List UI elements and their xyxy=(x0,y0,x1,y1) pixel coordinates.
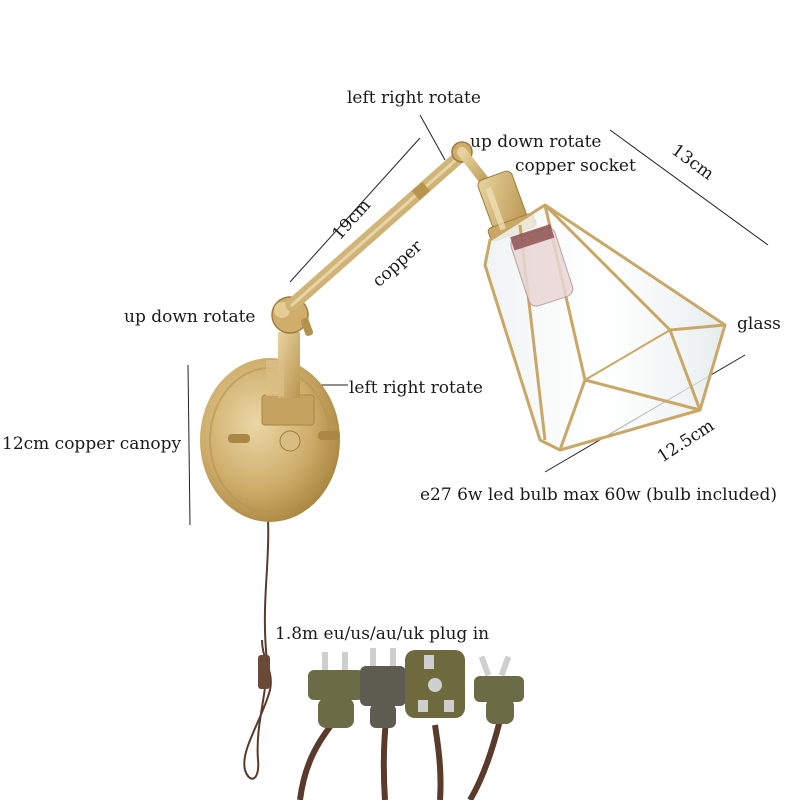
label-copper-socket: copper socket xyxy=(515,156,636,176)
canopy-screw-left xyxy=(228,434,250,443)
label-bulb: e27 6w led bulb max 60w (bulb included) xyxy=(420,485,777,505)
us-plug xyxy=(360,648,406,728)
arm-length-dimension-line xyxy=(289,137,421,283)
canopy-dimension-line xyxy=(187,364,191,526)
shade-height-dimension-line xyxy=(609,129,769,246)
label-shade-material: glass xyxy=(737,314,781,334)
eu-plug xyxy=(308,652,364,728)
arm-rotate-pointer xyxy=(419,114,446,161)
led-bulb xyxy=(510,224,574,307)
label-socket-up-down-rotate: up down rotate xyxy=(470,132,602,152)
canopy-screw-right xyxy=(318,431,340,440)
power-cord xyxy=(243,519,272,780)
uk-plug xyxy=(405,650,465,718)
stem-mount xyxy=(261,394,315,426)
label-canopy: 12cm copper canopy xyxy=(2,434,182,454)
label-stem-left-right-rotate: left right rotate xyxy=(349,378,483,398)
plug-adapters xyxy=(297,648,524,802)
label-joint-up-down-rotate: up down rotate xyxy=(124,307,256,327)
label-arm-left-right-rotate: left right rotate xyxy=(347,88,481,108)
label-plug: 1.8m eu/us/au/uk plug in xyxy=(275,624,490,644)
cord-switch xyxy=(258,655,270,689)
canopy-knob xyxy=(279,430,301,452)
au-plug xyxy=(474,655,524,724)
